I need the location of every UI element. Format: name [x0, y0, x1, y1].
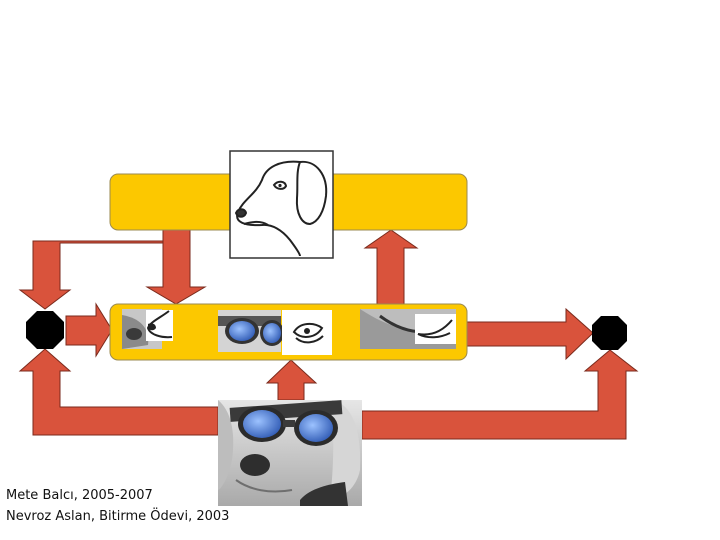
patch-eye-sketch	[282, 310, 332, 355]
credit-line-2: Nevroz Aslan, Bitirme Ödevi, 2003	[6, 509, 229, 524]
right-node	[592, 316, 627, 350]
arrow-bottom-left-loop	[20, 349, 218, 435]
credit-line-1: Mete Balcı, 2005-2007	[6, 488, 153, 503]
patch-goggles	[218, 310, 284, 352]
arrow-photo-up	[267, 360, 316, 400]
arrow-left-node-to-box	[66, 304, 112, 356]
arrow-middle-box-up	[365, 230, 417, 304]
arrow-bottom-right-loop	[362, 350, 637, 439]
patch-nose-sketch	[146, 310, 173, 341]
dog-goggles-photo	[218, 400, 362, 506]
dog-sketch-image	[230, 151, 333, 258]
patch-mouth-sketch	[415, 314, 456, 344]
arrow-box-to-right-node	[467, 309, 593, 359]
left-node	[26, 311, 64, 349]
